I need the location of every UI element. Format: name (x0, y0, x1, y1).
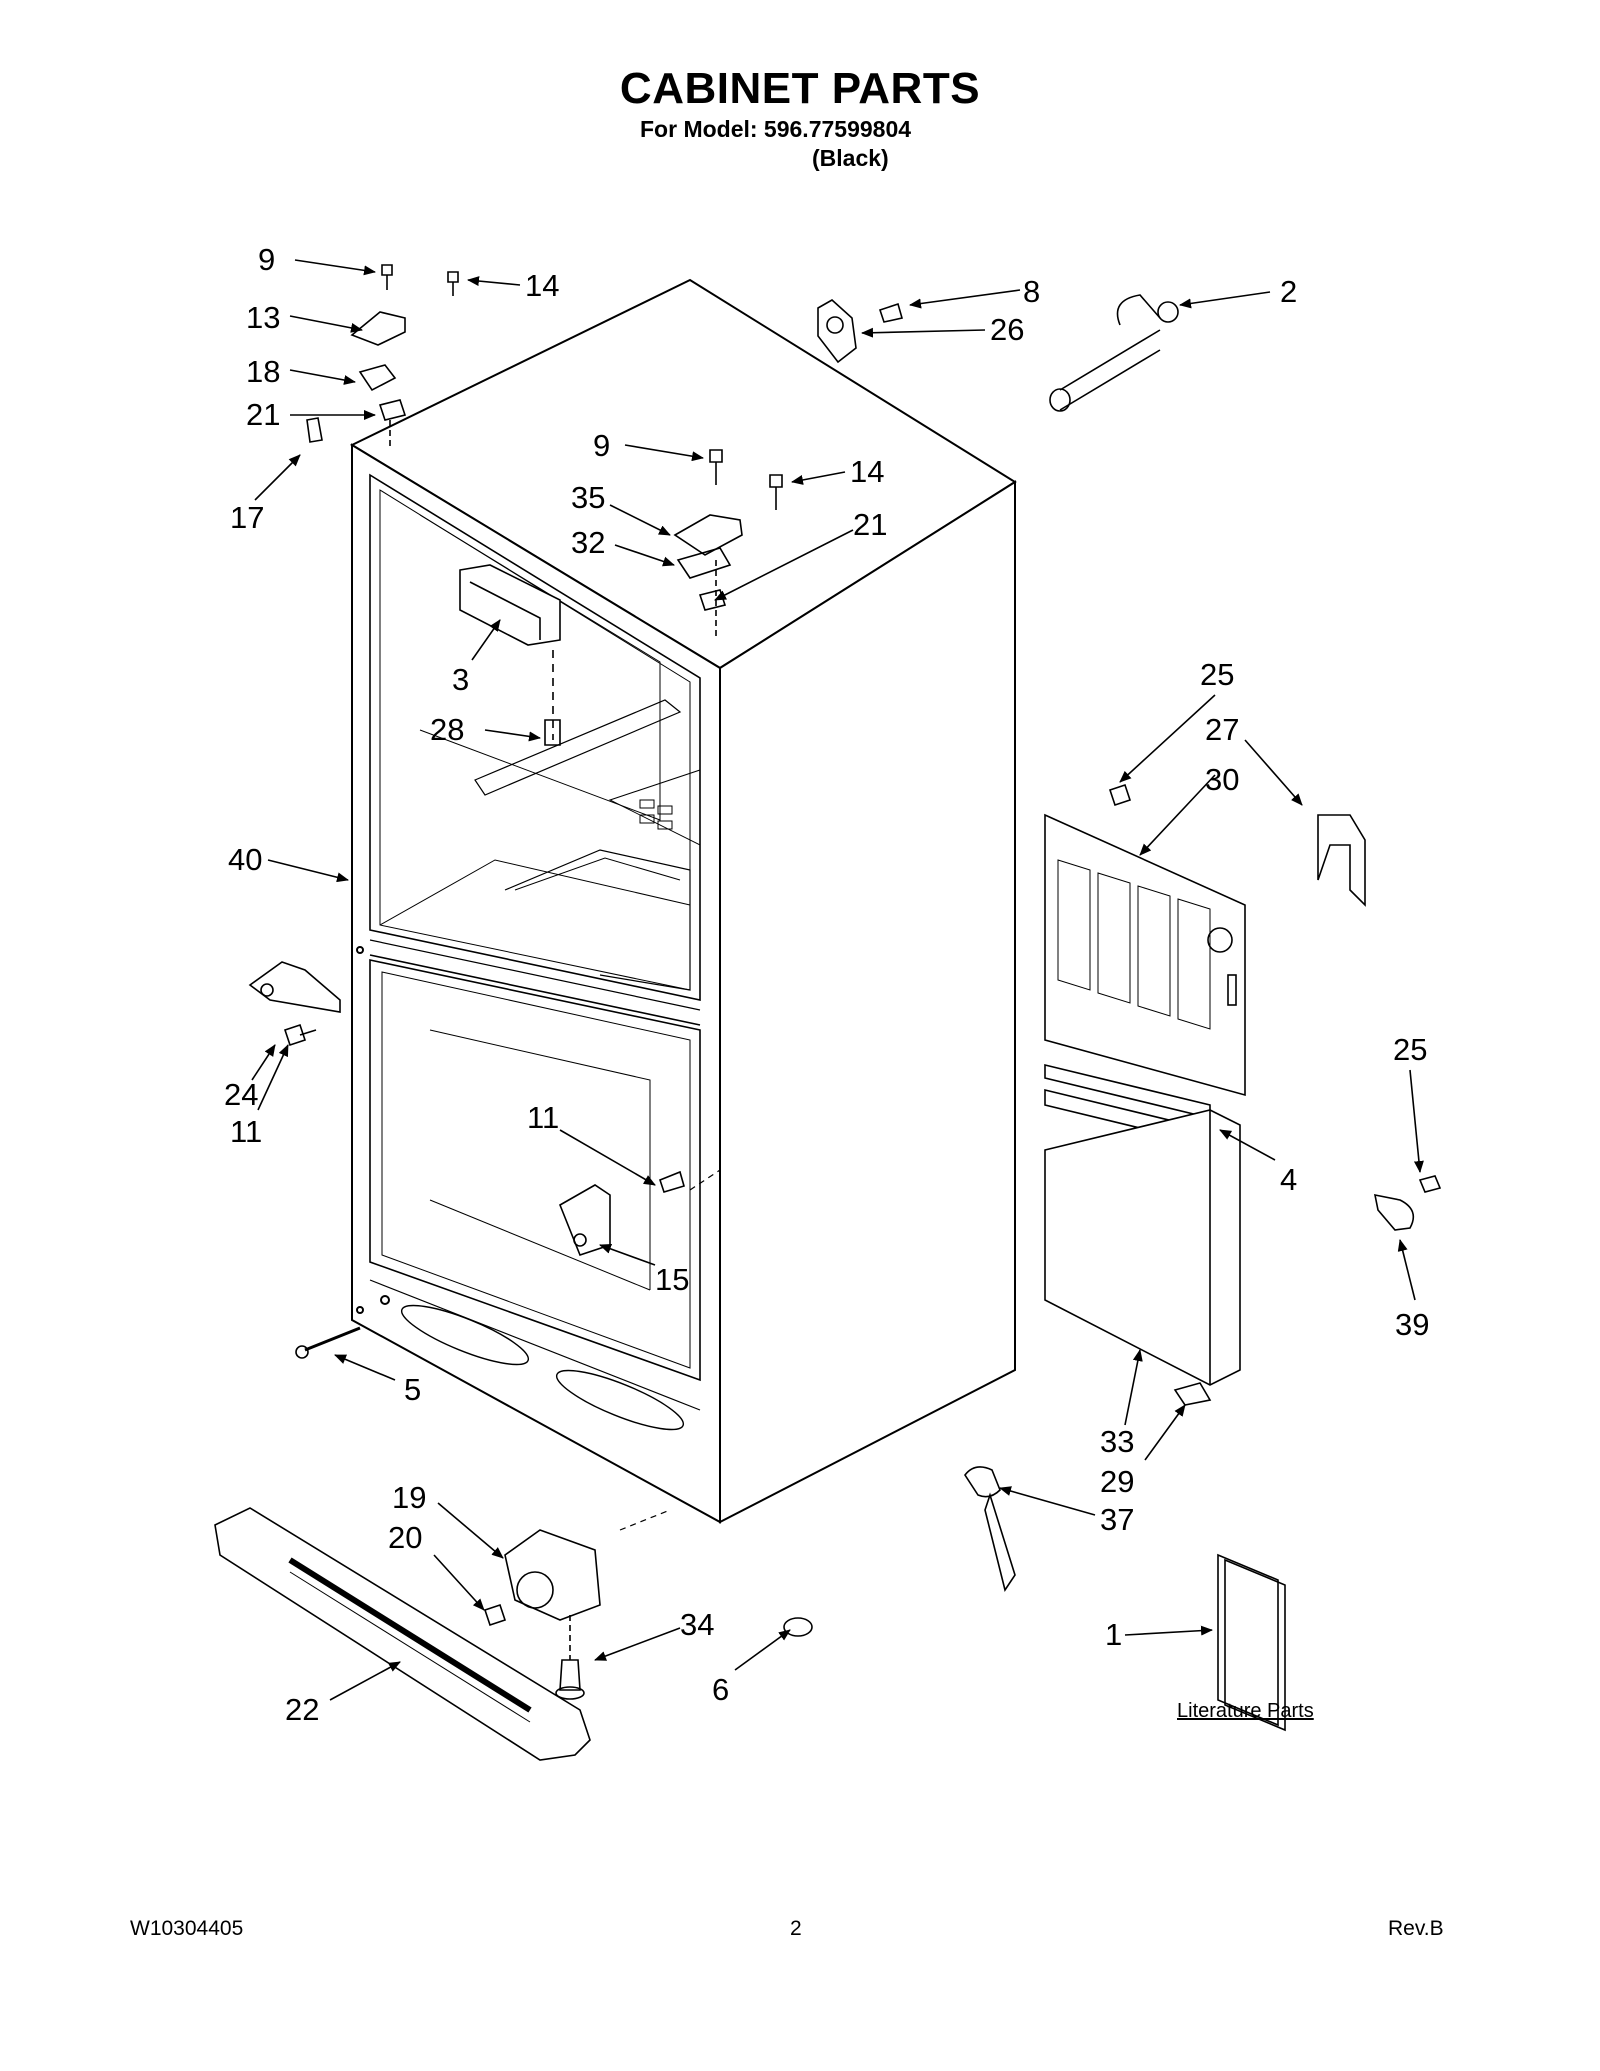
upper-left-hinge-group (306, 264, 459, 450)
screw-5 (295, 1326, 361, 1359)
callout-21: 21 (246, 397, 280, 432)
rear-access-panel-30 (1044, 813, 1246, 1097)
callout-27: 27 (1205, 712, 1239, 747)
part-29 (1173, 1382, 1212, 1406)
cap-6 (783, 1617, 813, 1637)
revision-label: Rev.B (1388, 1917, 1444, 1940)
literature-manual-1 (1217, 1553, 1286, 1732)
left-hinge-parts (248, 961, 341, 1047)
callout-3: 3 (452, 662, 469, 697)
callout-30: 30 (1205, 762, 1239, 797)
callout-40: 40 (228, 842, 262, 877)
tool-37 (964, 1466, 1016, 1592)
callout-33: 33 (1100, 1424, 1134, 1459)
callout-37: 37 (1100, 1502, 1134, 1537)
callout-39: 39 (1395, 1307, 1429, 1342)
bracket-27 (1317, 814, 1366, 907)
callout-13: 13 (246, 300, 280, 335)
callout-25: 25 (1393, 1032, 1427, 1067)
model-number-line: For Model: 596.77599804 (640, 116, 912, 142)
callout-34: 34 (680, 1607, 714, 1642)
callout-1: 1 (1105, 1617, 1122, 1652)
callout-24: 24 (224, 1077, 258, 1112)
document-number: W10304405 (130, 1917, 244, 1940)
lower-hinge-parts (558, 1170, 685, 1256)
toe-grille-22 (214, 1507, 591, 1761)
callout-22: 22 (285, 1692, 319, 1727)
callout-17: 17 (230, 500, 264, 535)
callout-9: 9 (258, 242, 275, 277)
callout-35: 35 (571, 480, 605, 515)
callout-32: 32 (571, 525, 605, 560)
callout-19: 19 (392, 1480, 426, 1515)
cabinet-body (349, 278, 1017, 1524)
callout-18: 18 (246, 354, 280, 389)
callout-labels: 9 14 13 18 21 17 8 26 2 9 14 35 32 21 3 … (224, 242, 1429, 1727)
callout-14: 14 (525, 268, 559, 303)
callout-5: 5 (404, 1372, 421, 1407)
top-right-parts (817, 294, 1179, 412)
callout-6: 6 (712, 1672, 729, 1707)
callout-4: 4 (1280, 1162, 1297, 1197)
callout-9: 9 (593, 428, 610, 463)
callout-15: 15 (655, 1262, 689, 1297)
callout-20: 20 (388, 1520, 422, 1555)
callout-2: 2 (1280, 274, 1297, 309)
callout-14: 14 (850, 454, 884, 489)
page-title: CABINET PARTS (619, 64, 981, 113)
roller-assembly-19 (483, 1529, 601, 1627)
callout-28: 28 (430, 712, 464, 747)
page-number: 2 (790, 1917, 802, 1940)
screw-25 (1108, 783, 1132, 807)
compressor-cover-33 (1044, 1109, 1241, 1386)
callout-8: 8 (1023, 274, 1040, 309)
callout-11: 11 (230, 1114, 262, 1149)
callout-25: 25 (1200, 657, 1234, 692)
callout-21: 21 (853, 507, 887, 542)
leveling-leg-34 (555, 1615, 585, 1700)
callout-29: 29 (1100, 1464, 1134, 1499)
callout-26: 26 (990, 312, 1024, 347)
hardware-parts (214, 264, 1442, 1761)
upper-center-hinge-group (673, 449, 783, 640)
callout-11: 11 (527, 1100, 559, 1135)
literature-parts-caption: Literature Parts (1177, 1700, 1314, 1722)
bracket-3 (459, 564, 561, 746)
clamp-39 (1373, 1175, 1442, 1231)
callout-arrows (251, 259, 1424, 1701)
model-color-line: (Black) (812, 145, 889, 171)
